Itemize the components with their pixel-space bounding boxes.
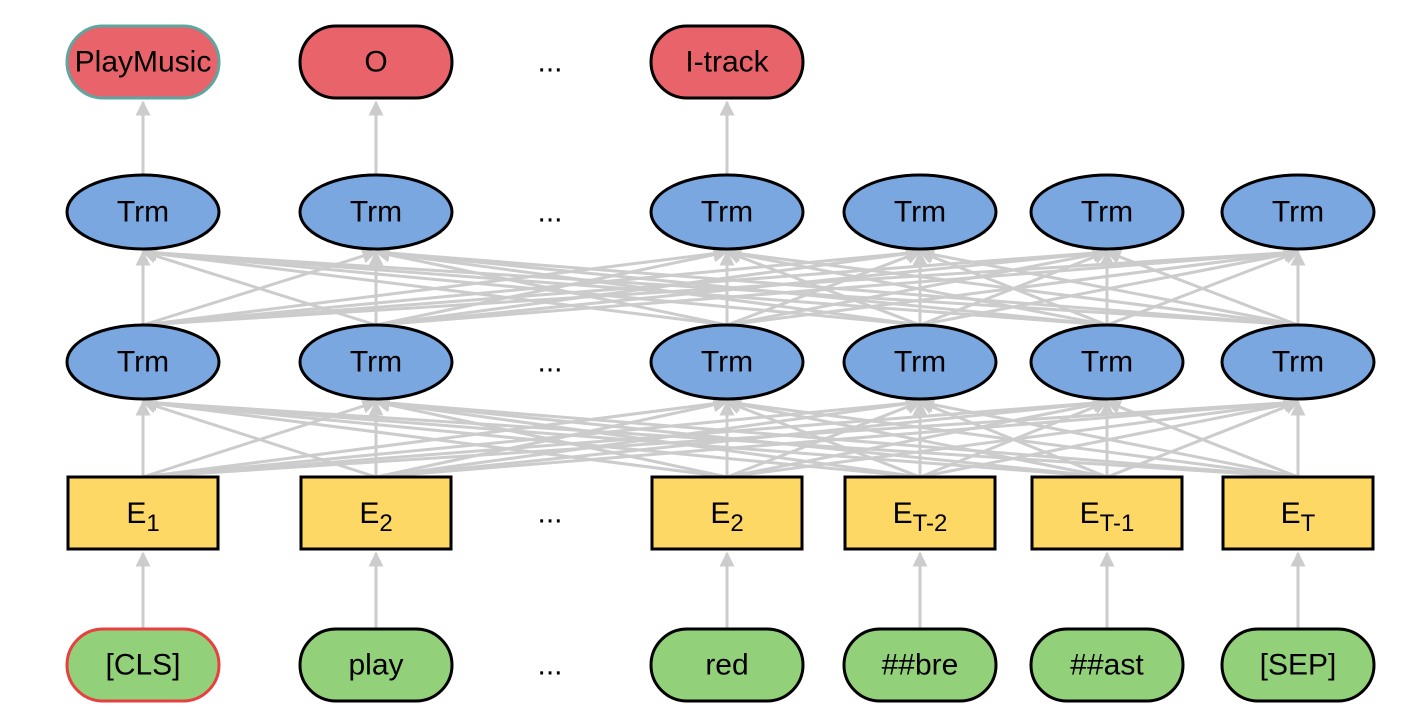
trm1-to-trm2-edge [141, 245, 1108, 327]
output-label: PlayMusic [75, 46, 212, 79]
embedding-node [1221, 475, 1375, 551]
embedding-label-subscript: 1 [146, 510, 159, 537]
transformer-layer2-node [65, 173, 221, 251]
embedding-label-base: E [1281, 497, 1301, 530]
embedding-label: ET-2 [893, 497, 948, 537]
trm1-to-trm2-edge [374, 246, 921, 327]
input-token-label: [CLS] [105, 649, 180, 682]
embedding-label: E1 [126, 497, 159, 537]
input-token-node [1220, 627, 1376, 703]
embedding-node [650, 475, 804, 551]
input-token-label: red [705, 649, 748, 682]
input-token-node [65, 627, 221, 703]
input-token-label: play [348, 649, 403, 682]
embedding-node [299, 475, 453, 551]
input-token-node [649, 627, 805, 703]
input-token-node [1029, 627, 1185, 703]
transformer-label: Trm [350, 196, 402, 229]
embedding-label-base: E [126, 497, 146, 530]
embedding-label-subscript: T [1301, 510, 1316, 537]
output-node [65, 24, 221, 100]
trm1-to-trm2-edge [141, 245, 1299, 327]
embedding-label-subscript: T-2 [913, 510, 948, 537]
transformer-label: Trm [894, 346, 946, 379]
ellipsis-output-label: ... [537, 46, 562, 79]
transformer-label: Trm [117, 196, 169, 229]
trm1-to-trm2-edge [725, 246, 1299, 327]
embedding-label: ET-1 [1080, 497, 1135, 537]
ellipsis-input-label: ... [537, 649, 562, 682]
embedding-to-trm1-edge [1105, 399, 1299, 479]
transformer-layer1-node [298, 323, 454, 401]
trm1-to-trm2-edge [1105, 249, 1299, 327]
embedding-to-trm1-edge [725, 397, 1108, 479]
transformer-layer1-node [649, 323, 805, 401]
embedding-to-trm1-edge [918, 397, 1299, 479]
transformer-label: Trm [701, 346, 753, 379]
transformer-label: Trm [894, 196, 946, 229]
embedding-node [843, 475, 997, 551]
input-token-label: [SEP] [1260, 649, 1337, 682]
embedding-to-trm1-edge [141, 398, 377, 479]
transformer-layer1-node [842, 323, 998, 401]
output-label: O [364, 46, 387, 79]
transformer-label: Trm [1272, 196, 1324, 229]
transformer-layer2-node [842, 173, 998, 251]
embedding-label-subscript: T-1 [1100, 510, 1135, 537]
embedding-to-trm1-edge [374, 395, 1299, 479]
transformer-label: Trm [1081, 196, 1133, 229]
transformer-layer1-node [1220, 323, 1376, 401]
output-label: I-track [685, 46, 769, 79]
output-node [649, 24, 805, 100]
embedding-to-trm1-edge [141, 396, 728, 479]
transformer-layer2-node [1029, 173, 1185, 251]
transformer-label: Trm [1081, 346, 1133, 379]
embedding-label-base: E [359, 497, 379, 530]
embedding-node [66, 475, 220, 551]
embedding-to-trm1-edge [374, 397, 728, 479]
transformer-layer2-node [298, 173, 454, 251]
transformer-layer1-node [1029, 323, 1185, 401]
embedding-label: ET [1281, 497, 1316, 537]
transformer-label: Trm [701, 196, 753, 229]
trm1-to-trm2-edge [141, 246, 728, 327]
ellipsis-trm1-label: ... [537, 346, 562, 379]
nodes-layer: PlayMusicTrmTrmE1[CLS]OTrmTrmE2play.....… [65, 24, 1376, 703]
transformer-label: Trm [117, 346, 169, 379]
input-token-node [842, 627, 998, 703]
embedding-label: E2 [359, 497, 392, 537]
embedding-label-base: E [1080, 497, 1100, 530]
embedding-label-subscript: 2 [730, 510, 743, 537]
output-node [298, 24, 454, 100]
trm1-to-trm2-edge [141, 245, 921, 327]
edges-layer [135, 100, 1306, 629]
trm1-to-trm2-edge [141, 248, 377, 327]
embedding-label-base: E [710, 497, 730, 530]
embedding-to-trm1-edge [141, 395, 1299, 479]
ellipsis-trm2-label: ... [537, 196, 562, 229]
embedding-to-trm1-edge [725, 396, 1299, 479]
input-token-label: ##bre [882, 649, 959, 682]
ellipsis-embedding-label: ... [537, 497, 562, 530]
trm1-to-trm2-edge [918, 247, 1299, 327]
embedding-to-trm1-edge [374, 396, 921, 479]
trm1-to-trm2-edge [374, 247, 728, 327]
transformer-layer2-node [649, 173, 805, 251]
transformer-label: Trm [350, 346, 402, 379]
input-token-label: ##ast [1070, 649, 1144, 682]
trm1-to-trm2-edge [374, 245, 1299, 327]
embedding-label-subscript: 2 [379, 510, 392, 537]
transformer-layer1-node [65, 323, 221, 401]
embedding-label-base: E [893, 497, 913, 530]
embedding-label: E2 [710, 497, 743, 537]
transformer-layer2-node [1220, 173, 1376, 251]
input-token-node [298, 627, 454, 703]
trm1-to-trm2-edge [725, 247, 1108, 327]
transformer-label: Trm [1272, 346, 1324, 379]
embedding-to-trm1-edge [141, 395, 1108, 479]
embedding-to-trm1-edge [141, 395, 921, 479]
embedding-node [1030, 475, 1184, 551]
